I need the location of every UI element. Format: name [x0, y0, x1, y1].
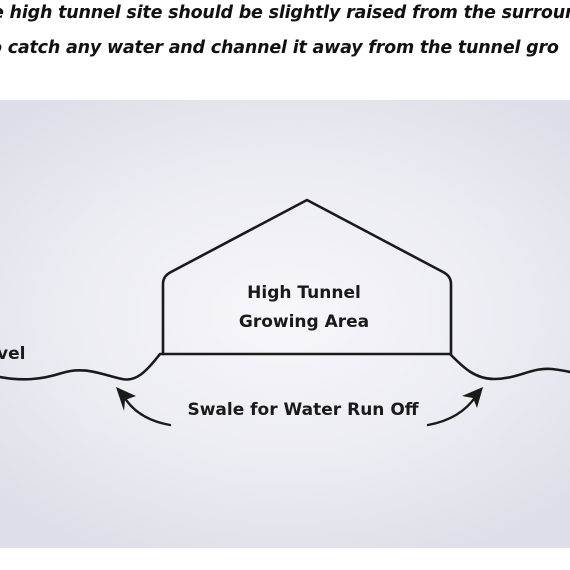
ground-level-label: vel: [0, 344, 25, 364]
tunnel-label-line-2: Growing Area: [239, 312, 369, 332]
left-swale-arrow: [121, 393, 172, 427]
swale-label: Swale for Water Run Off: [187, 400, 418, 420]
caption: e high tunnel site should be slightly ra…: [0, 0, 570, 100]
ground-line: [0, 352, 570, 381]
diagram-background: [0, 100, 570, 548]
caption-line-2: o catch any water and channel it away fr…: [0, 38, 559, 58]
tunnel-label-line-1: High Tunnel: [247, 283, 361, 303]
right-arrowhead-icon: [462, 387, 483, 408]
high-tunnel-outline: [161, 198, 453, 356]
left-arrowhead-icon: [116, 387, 136, 411]
caption-line-1: e high tunnel site should be slightly ra…: [0, 3, 570, 23]
right-swale-arrow: [426, 394, 478, 427]
